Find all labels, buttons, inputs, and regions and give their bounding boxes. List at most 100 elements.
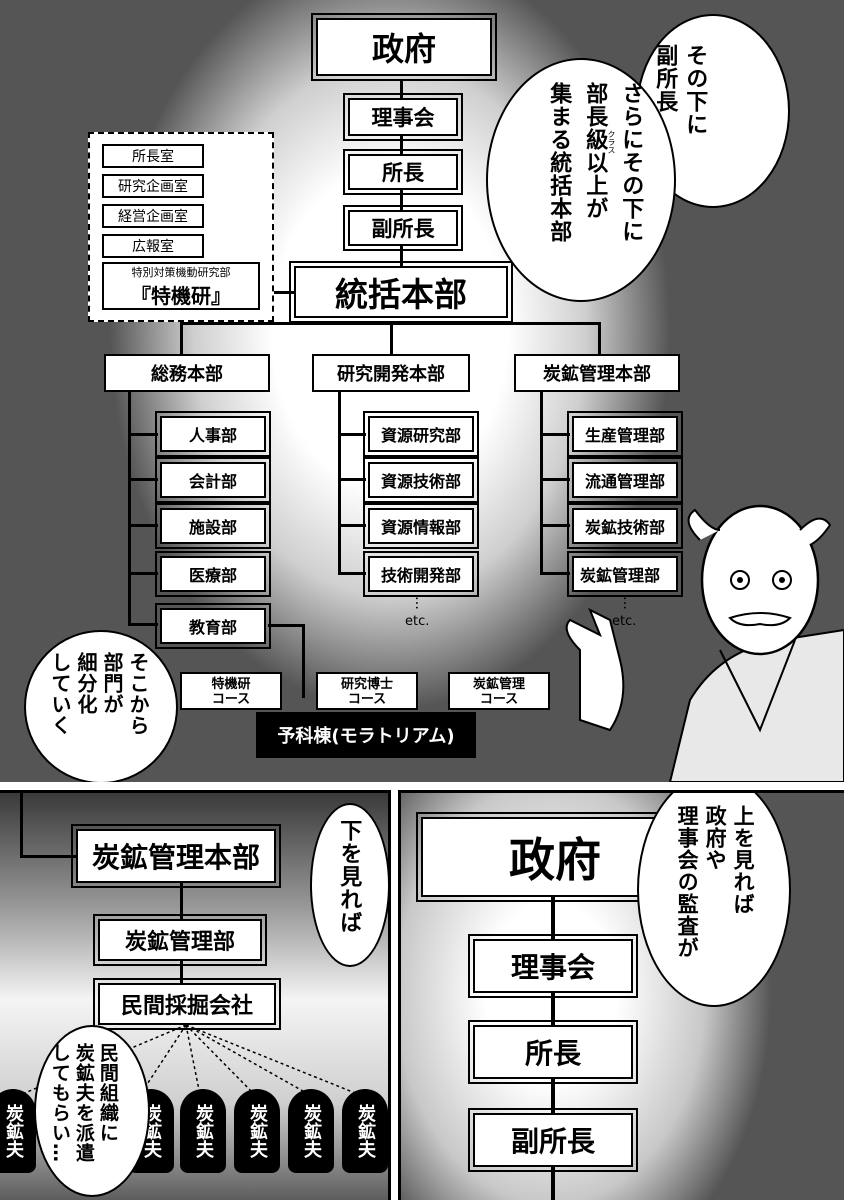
bubble-text: していく bbox=[48, 652, 72, 736]
branch-line bbox=[598, 322, 601, 354]
ruby-text: クラス bbox=[607, 130, 616, 154]
ellipsis-mark: … bbox=[412, 596, 428, 610]
bubble-text: 政府や bbox=[703, 805, 728, 871]
dept-line bbox=[128, 433, 158, 436]
speech-bubble bbox=[486, 58, 676, 302]
bubble-text: 集まる統括本部 bbox=[546, 82, 572, 243]
dept-trunk-line bbox=[128, 392, 131, 624]
bubble-text: 上を見れば bbox=[731, 805, 756, 915]
government-box: 政府 bbox=[311, 13, 497, 81]
dept-line bbox=[128, 623, 158, 626]
director-box: 所長 bbox=[468, 1020, 638, 1084]
branch-line bbox=[390, 322, 393, 354]
bubble-text: そこから bbox=[126, 652, 150, 736]
branch-line bbox=[180, 322, 183, 354]
bubble-text: 部長級以上が bbox=[582, 82, 608, 220]
dept-box: 人事部 bbox=[155, 411, 271, 457]
course-box: 炭鉱管理 コース bbox=[448, 672, 550, 710]
course-line2: コース bbox=[347, 692, 387, 707]
dept-trunk-line bbox=[338, 392, 341, 574]
dept-box: 施設部 bbox=[155, 503, 271, 549]
course-box: 特機研 コース bbox=[180, 672, 282, 710]
miner-figure: 炭鉱夫 bbox=[288, 1089, 334, 1173]
prep-building-box: 予科棟(モラトリアム) bbox=[256, 712, 476, 758]
miner-figure: 炭鉱夫 bbox=[234, 1089, 280, 1173]
course-line bbox=[268, 624, 304, 627]
office-box: 広報室 bbox=[102, 234, 204, 258]
course-line2: コース bbox=[211, 692, 251, 707]
connector-line bbox=[20, 793, 23, 857]
speech-bubble bbox=[637, 793, 791, 1007]
dept-line bbox=[338, 433, 366, 436]
bubble-text: 下を見れば bbox=[336, 819, 362, 934]
dept-line bbox=[338, 572, 366, 575]
dept-box: 資源情報部 bbox=[363, 503, 479, 549]
office-box: 所長室 bbox=[102, 144, 204, 168]
etc-label: etc. bbox=[405, 614, 430, 629]
speech-bubble bbox=[310, 803, 388, 967]
bubble-text: してもらい… bbox=[48, 1043, 71, 1163]
dept-line bbox=[540, 433, 570, 436]
ellipsis-mark: … bbox=[620, 596, 636, 610]
etc-label: etc. bbox=[612, 614, 637, 629]
bubble-text: 細分化 bbox=[74, 652, 98, 715]
miner-figure: 炭鉱夫 bbox=[0, 1089, 36, 1173]
dept-box: 生産管理部 bbox=[567, 411, 683, 457]
miner-figure: 炭鉱夫 bbox=[180, 1089, 226, 1173]
dept-box: 炭鉱技術部 bbox=[567, 503, 683, 549]
course-line2: コース bbox=[479, 692, 519, 707]
bubble-text: 理事会の監査が bbox=[675, 805, 700, 959]
division-box: 炭鉱管理本部 bbox=[71, 824, 281, 888]
bubble-text: その下に bbox=[682, 44, 708, 136]
special-unit-box: 特別対策機動研究部 『特機研』 bbox=[102, 262, 260, 310]
office-box: 研究企画室 bbox=[102, 174, 204, 198]
miner-figure: 炭鉱夫 bbox=[342, 1089, 388, 1173]
dept-line bbox=[128, 478, 158, 481]
dept-line bbox=[338, 524, 366, 527]
dept-box: 炭鉱管理部 bbox=[567, 551, 683, 597]
dept-trunk-line bbox=[540, 392, 543, 574]
dept-line bbox=[338, 478, 366, 481]
dept-box: 技術開発部 bbox=[363, 551, 479, 597]
speech-bubble bbox=[24, 630, 178, 782]
dept-line bbox=[128, 572, 158, 575]
connector-line bbox=[20, 855, 76, 858]
dept-box: 炭鉱管理部 bbox=[93, 914, 267, 966]
course-line1: 炭鉱管理 bbox=[472, 677, 525, 692]
dept-line bbox=[540, 478, 570, 481]
course-box: 研究博士 コース bbox=[316, 672, 418, 710]
dept-box: 流通管理部 bbox=[567, 457, 683, 503]
company-box: 民間採掘会社 bbox=[93, 978, 281, 1030]
dept-box: 教育部 bbox=[155, 603, 271, 649]
special-unit-small-label: 特別対策機動研究部 bbox=[131, 265, 231, 279]
director-box: 所長 bbox=[343, 149, 463, 195]
dept-line bbox=[128, 524, 158, 527]
division-box-mine: 炭鉱管理本部 bbox=[514, 354, 680, 392]
course-line1: 特機研 bbox=[211, 677, 251, 692]
bubble-text: 副所長 bbox=[652, 44, 678, 113]
old-man-illustration bbox=[565, 504, 844, 782]
lower-chart-panel: 炭鉱管理本部 炭鉱管理部 民間採掘会社 炭鉱夫 炭鉱夫 炭鉱夫 炭鉱夫 炭鉱夫 … bbox=[0, 790, 391, 1200]
dept-box: 会計部 bbox=[155, 457, 271, 503]
board-box: 理事会 bbox=[343, 93, 463, 141]
office-box: 経営企画室 bbox=[102, 204, 204, 228]
vice-director-box: 副所長 bbox=[468, 1108, 638, 1172]
bubble-text: さらにその下に bbox=[618, 82, 644, 243]
division-box-general: 総務本部 bbox=[104, 354, 270, 392]
connector-line bbox=[270, 291, 294, 294]
dept-line bbox=[540, 524, 570, 527]
bubble-text: 部門が bbox=[100, 652, 124, 715]
bubble-text: 炭鉱夫を派遣 bbox=[72, 1043, 95, 1163]
speech-bubble bbox=[34, 1025, 150, 1197]
course-line1: 研究博士 bbox=[340, 677, 393, 692]
course-line bbox=[302, 624, 305, 698]
org-chart-panel: 政府 理事会 所長 副所長 統括本部 所長室 研究企画室 経営企画室 広報室 特… bbox=[0, 0, 844, 782]
dept-box: 医療部 bbox=[155, 551, 271, 597]
board-box: 理事会 bbox=[468, 934, 638, 998]
vice-director-box: 副所長 bbox=[343, 205, 463, 251]
bubble-text: 民間組織に bbox=[96, 1043, 119, 1143]
division-box-rnd: 研究開発本部 bbox=[312, 354, 470, 392]
dept-box: 資源研究部 bbox=[363, 411, 479, 457]
staff-offices-group: 所長室 研究企画室 経営企画室 広報室 特別対策機動研究部 『特機研』 bbox=[88, 132, 274, 322]
